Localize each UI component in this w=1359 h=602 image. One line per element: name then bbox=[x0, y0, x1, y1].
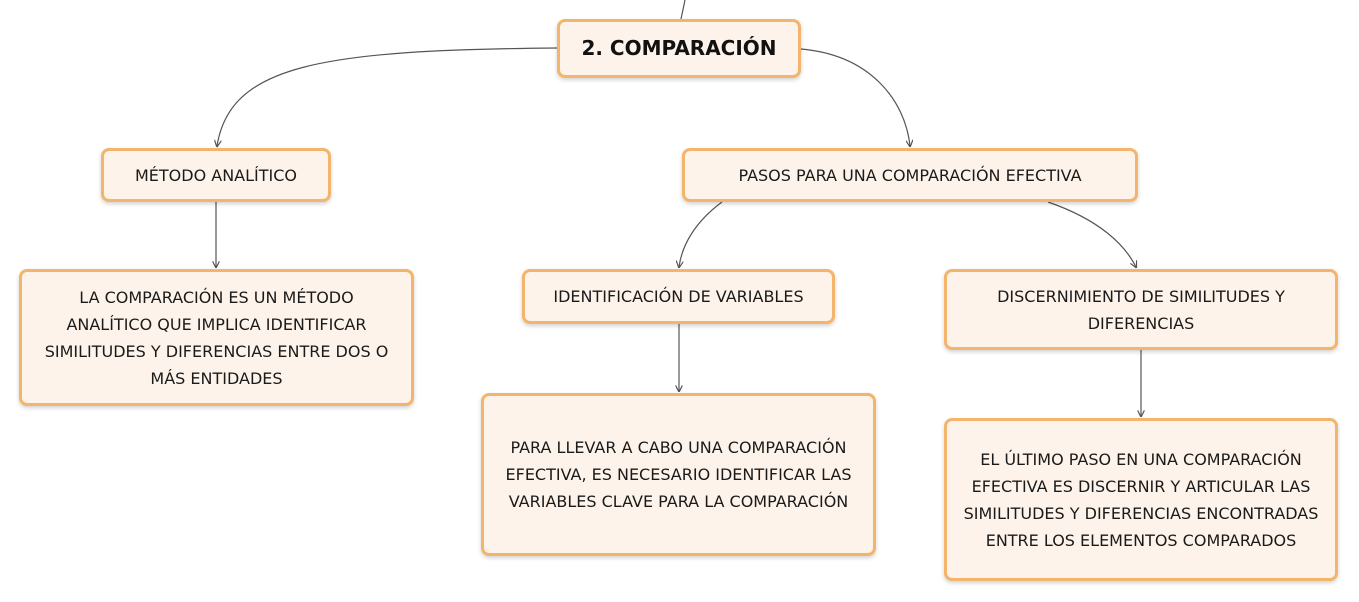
node-discernimiento-descripcion[interactable]: EL ÚLTIMO PASO EN UNA COMPARACIÓN EFECTI… bbox=[944, 418, 1338, 581]
node-pasos-comparacion-label: PASOS PARA UNA COMPARACIÓN EFECTIVA bbox=[738, 165, 1082, 185]
node-identificacion-descripcion-label: PARA LLEVAR A CABO UNA COMPARACIÓN EFECT… bbox=[505, 438, 852, 511]
node-discernimiento[interactable]: DISCERNIMIENTO DE SIMILITUDES Y DIFERENC… bbox=[944, 269, 1338, 350]
node-comparacion-label: 2. COMPARACIÓN bbox=[581, 36, 777, 60]
node-identificacion-variables[interactable]: IDENTIFICACIÓN DE VARIABLES bbox=[522, 269, 835, 324]
connector-pasos-to-identificacion bbox=[679, 201, 723, 267]
node-discernimiento-descripcion-label: EL ÚLTIMO PASO EN UNA COMPARACIÓN EFECTI… bbox=[963, 449, 1319, 550]
node-metodo-analitico-label: MÉTODO ANALÍTICO bbox=[134, 165, 298, 185]
node-definicion-comparacion[interactable]: LA COMPARACIÓN ES UN MÉTODO ANALÍTICO QU… bbox=[19, 269, 414, 406]
node-metodo-analitico[interactable]: MÉTODO ANALÍTICO bbox=[101, 148, 331, 202]
connector-pasos-to-discernimiento bbox=[1047, 201, 1136, 267]
node-identificacion-variables-label: IDENTIFICACIÓN DE VARIABLES bbox=[553, 287, 804, 306]
connector-parent-to-root bbox=[680, 0, 686, 20]
connector-root-to-pasos bbox=[800, 48, 910, 146]
node-comparacion[interactable]: 2. COMPARACIÓN bbox=[557, 19, 801, 78]
node-pasos-comparacion[interactable]: PASOS PARA UNA COMPARACIÓN EFECTIVA bbox=[682, 148, 1138, 202]
connector-root-to-metodo bbox=[217, 47, 558, 146]
node-definicion-comparacion-label: LA COMPARACIÓN ES UN MÉTODO ANALÍTICO QU… bbox=[44, 287, 389, 388]
node-discernimiento-label: DISCERNIMIENTO DE SIMILITUDES Y DIFERENC… bbox=[997, 286, 1285, 333]
node-identificacion-descripcion[interactable]: PARA LLEVAR A CABO UNA COMPARACIÓN EFECT… bbox=[481, 393, 876, 556]
